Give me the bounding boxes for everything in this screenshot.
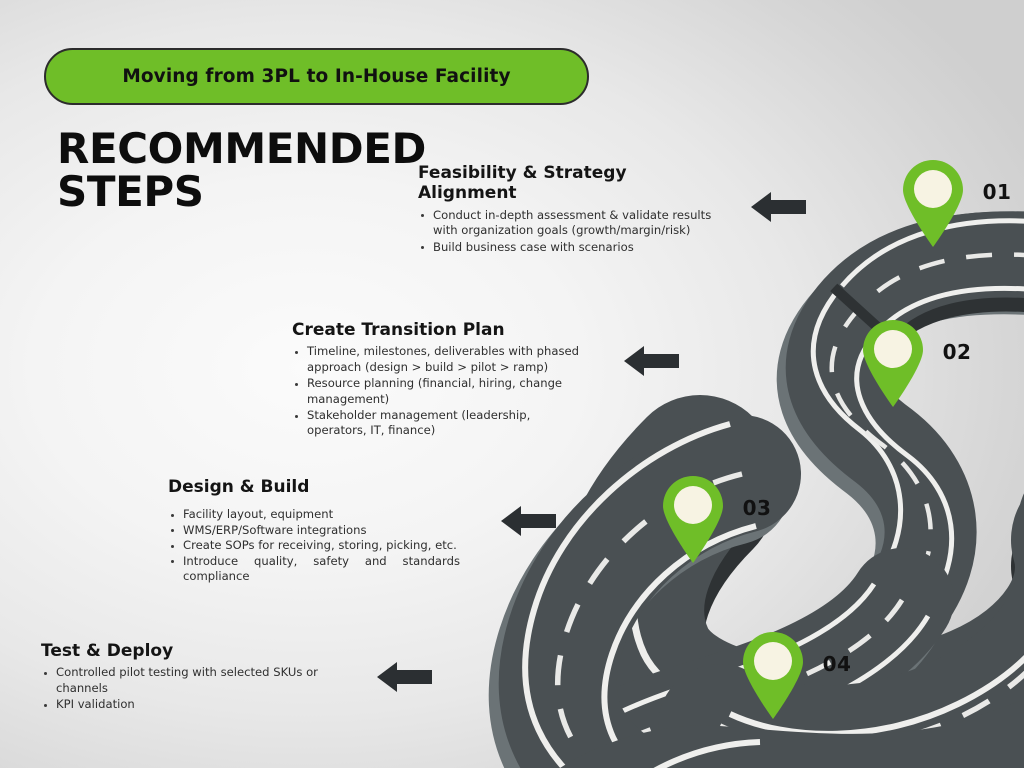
map-pin-icon <box>863 320 923 407</box>
map-pin-icon <box>663 476 723 563</box>
list-item: KPI validation <box>41 697 341 712</box>
arrow-left-icon-02 <box>624 346 679 376</box>
list-item: Timeline, milestones, deliverables with … <box>292 344 582 375</box>
step-block-02: Create Transition Plan Timeline, milesto… <box>292 320 582 440</box>
page-title-line-2: STEPS <box>57 167 204 217</box>
map-pin-number-03: 03 <box>742 496 772 520</box>
map-pin-02[interactable]: 02 <box>861 320 971 412</box>
list-item: WMS/ERP/Software integrations <box>168 523 460 538</box>
step-bullets-04: Controlled pilot testing with selected S… <box>41 665 341 712</box>
header-banner: Moving from 3PL to In-House Facility <box>44 48 589 105</box>
step-block-01: Feasibility & Strategy Alignment Conduct… <box>418 163 718 256</box>
list-item: Introduce quality, safety and standards … <box>168 554 460 585</box>
list-item: Facility layout, equipment <box>168 507 460 522</box>
map-pin-number-02: 02 <box>942 340 972 364</box>
map-pin-icon <box>743 632 803 719</box>
step-block-03: Design & Build Facility layout, equipmen… <box>168 477 460 584</box>
list-item: Resource planning (financial, hiring, ch… <box>292 376 582 407</box>
step-block-04: Test & Deploy Controlled pilot testing w… <box>41 641 341 714</box>
header-banner-text: Moving from 3PL to In-House Facility <box>122 66 511 87</box>
list-item: Stakeholder management (leadership, oper… <box>292 408 582 439</box>
map-pin-icon <box>903 160 963 247</box>
step-title-01: Feasibility & Strategy Alignment <box>418 163 627 204</box>
map-pin-03[interactable]: 03 <box>661 476 771 568</box>
step-bullets-01: Conduct in-depth assessment & validate r… <box>418 208 718 255</box>
map-pin-number-04: 04 <box>822 652 852 676</box>
list-item: Create SOPs for receiving, storing, pick… <box>168 538 460 553</box>
list-item: Controlled pilot testing with selected S… <box>41 665 341 696</box>
page-title-line-1: RECOMMENDED <box>57 124 427 173</box>
step-bullets-02: Timeline, milestones, deliverables with … <box>292 344 582 438</box>
step-bullets-03: Facility layout, equipment WMS/ERP/Softw… <box>168 507 460 584</box>
arrow-left-icon-03 <box>501 506 556 536</box>
arrow-left-icon-01 <box>751 192 806 222</box>
arrow-left-icon-04 <box>377 662 432 692</box>
list-item: Build business case with scenarios <box>418 240 718 255</box>
map-pin-04[interactable]: 04 <box>741 632 851 724</box>
page-title: RECOMMENDED STEPS <box>57 127 457 214</box>
step-title-03: Design & Build <box>168 477 310 497</box>
map-pin-number-01: 01 <box>982 180 1012 204</box>
list-item: Conduct in-depth assessment & validate r… <box>418 208 718 239</box>
step-title-02: Create Transition Plan <box>292 320 505 340</box>
step-title-04: Test & Deploy <box>41 641 174 661</box>
map-pin-01[interactable]: 01 <box>901 160 1011 252</box>
